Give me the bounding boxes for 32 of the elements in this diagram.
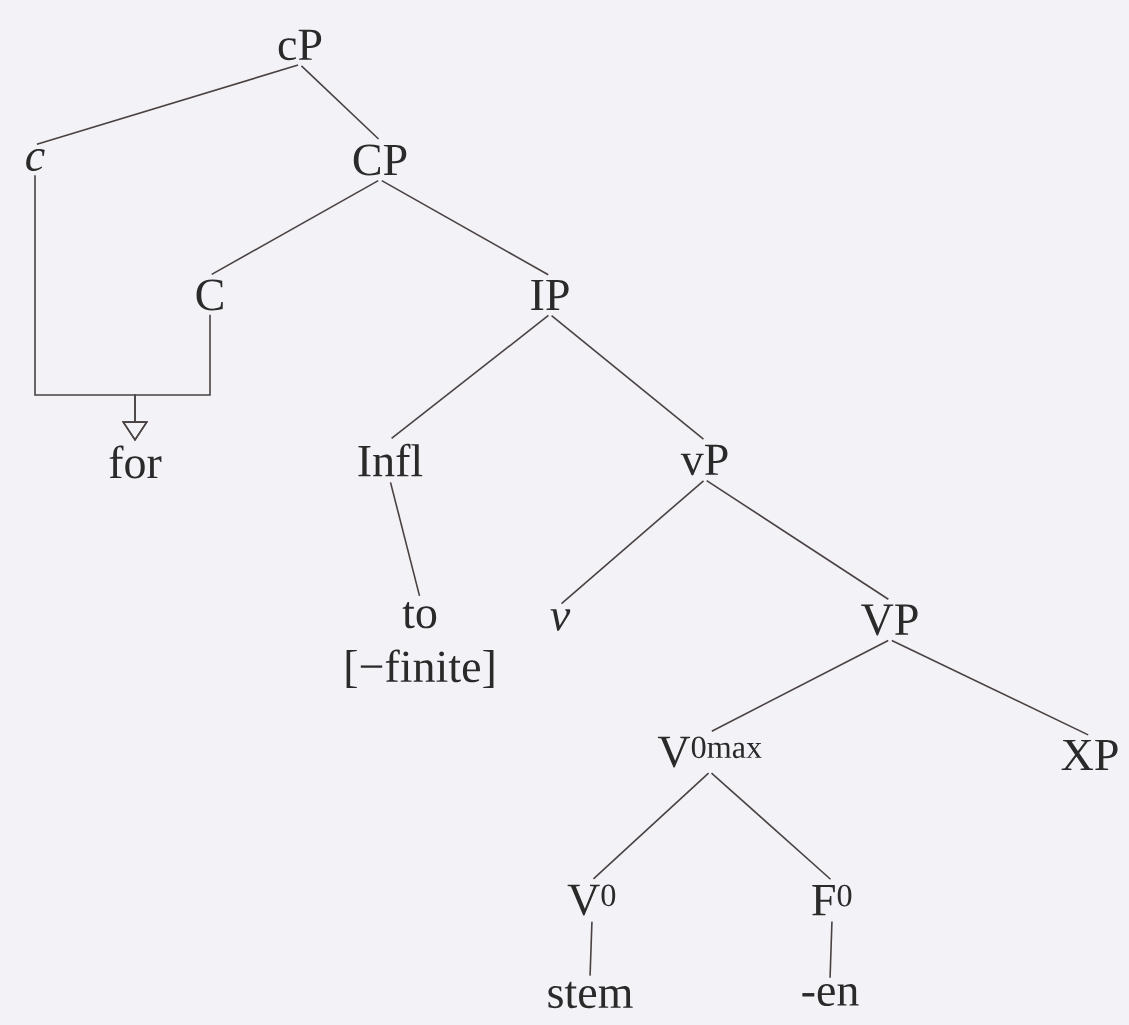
branch-line xyxy=(891,639,1089,736)
branch-line xyxy=(592,772,710,880)
branch-line xyxy=(300,65,380,140)
tree-label: -en xyxy=(802,983,859,1007)
branch-line xyxy=(36,64,299,145)
tree-label: stem xyxy=(548,981,633,1009)
branch-line xyxy=(389,481,421,597)
tree-label: V$^{0}$ xyxy=(567,884,616,916)
branch-line xyxy=(705,479,890,601)
tree-label: C xyxy=(196,279,223,311)
tree-label: F$^{0}$ xyxy=(812,884,852,916)
tree-label: CP xyxy=(353,144,407,176)
branch-line xyxy=(711,639,890,733)
tree-label: for xyxy=(109,445,162,479)
tree-label: vP xyxy=(680,444,728,476)
tree-label: VP xyxy=(861,604,918,636)
branch-line xyxy=(210,179,380,276)
tree-label: c xyxy=(26,148,45,172)
tree-label: XP xyxy=(1061,739,1118,771)
branch-line xyxy=(550,314,705,441)
tree-label: v xyxy=(550,609,571,631)
tree-label: IP xyxy=(531,279,569,311)
tree-label: V$^{0max}$ xyxy=(657,736,762,768)
branch-line xyxy=(589,920,593,977)
tree-label: cP xyxy=(278,29,322,61)
branch-line xyxy=(390,314,550,440)
branch-line xyxy=(710,772,832,881)
tree-label: to [−finite] xyxy=(346,601,494,688)
branch-line xyxy=(380,179,550,276)
tree-label: Infl xyxy=(358,443,423,477)
branch-line xyxy=(829,920,833,979)
branch-line xyxy=(560,479,705,605)
